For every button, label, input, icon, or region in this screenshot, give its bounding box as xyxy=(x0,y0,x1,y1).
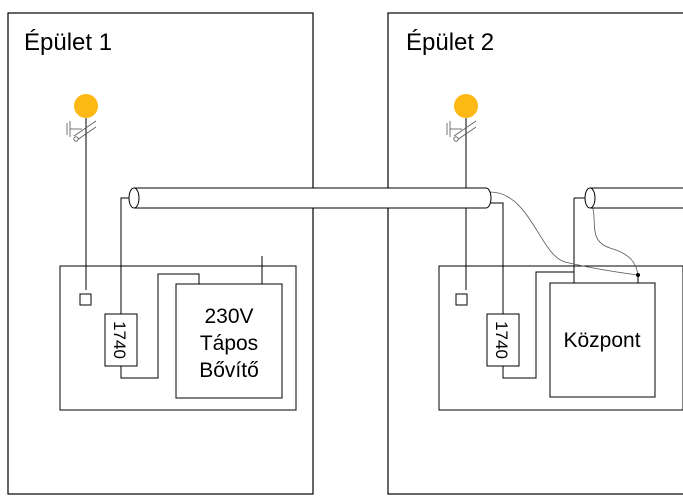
power-extender-label-1: 230V xyxy=(204,305,253,328)
control-center-label: Központ xyxy=(563,329,640,352)
power-extender-label-3: Bővítő xyxy=(199,359,259,382)
building-2-title: Épület 2 xyxy=(406,29,494,56)
building-1-terminal xyxy=(79,293,92,306)
building-1-switch-icon xyxy=(66,120,97,142)
building-2-cabinet xyxy=(438,265,683,411)
building-1-lamp xyxy=(74,94,98,290)
building-1-power-extender: 230V Tápos Bővítő xyxy=(175,283,283,399)
building-2-terminal xyxy=(455,293,468,306)
building-2-outline xyxy=(387,12,683,495)
building-2-sensor-label: 1740 xyxy=(492,321,511,359)
building-1-outline xyxy=(7,12,314,495)
building-1-title: Épület 1 xyxy=(24,29,112,56)
power-extender-label-2: Tápos xyxy=(200,332,258,355)
building-2-switch-icon xyxy=(446,120,477,142)
building-1-cabinet xyxy=(59,265,297,411)
inter-building-cable xyxy=(128,187,492,209)
building-2-wiring xyxy=(489,191,640,379)
building-1-sensor-label: 1740 xyxy=(110,321,129,359)
outgoing-cable xyxy=(584,187,683,209)
building-1-sensor-module: 1740 xyxy=(104,313,138,367)
building-2-sensor-module: 1740 xyxy=(486,313,520,367)
control-center-unit: Központ xyxy=(549,282,656,398)
